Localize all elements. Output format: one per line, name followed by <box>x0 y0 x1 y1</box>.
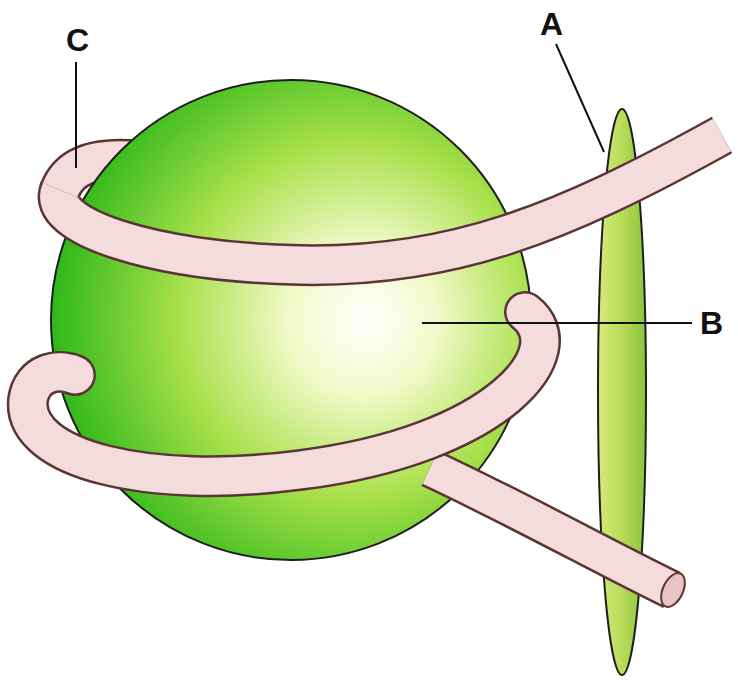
strand-end <box>656 569 689 610</box>
leader-line <box>422 322 692 324</box>
strand-lower-fill <box>28 312 540 476</box>
strand-tail-fill <box>430 468 672 590</box>
strand-upper <box>59 135 722 265</box>
part-label: C <box>64 24 91 56</box>
part-label: A <box>538 8 565 40</box>
strand-lower <box>28 312 540 476</box>
leader-line <box>556 44 604 152</box>
part-label: B <box>698 307 725 339</box>
strand-upper-fill <box>59 135 722 265</box>
strand-tail <box>430 468 672 590</box>
leader-line <box>75 62 77 168</box>
